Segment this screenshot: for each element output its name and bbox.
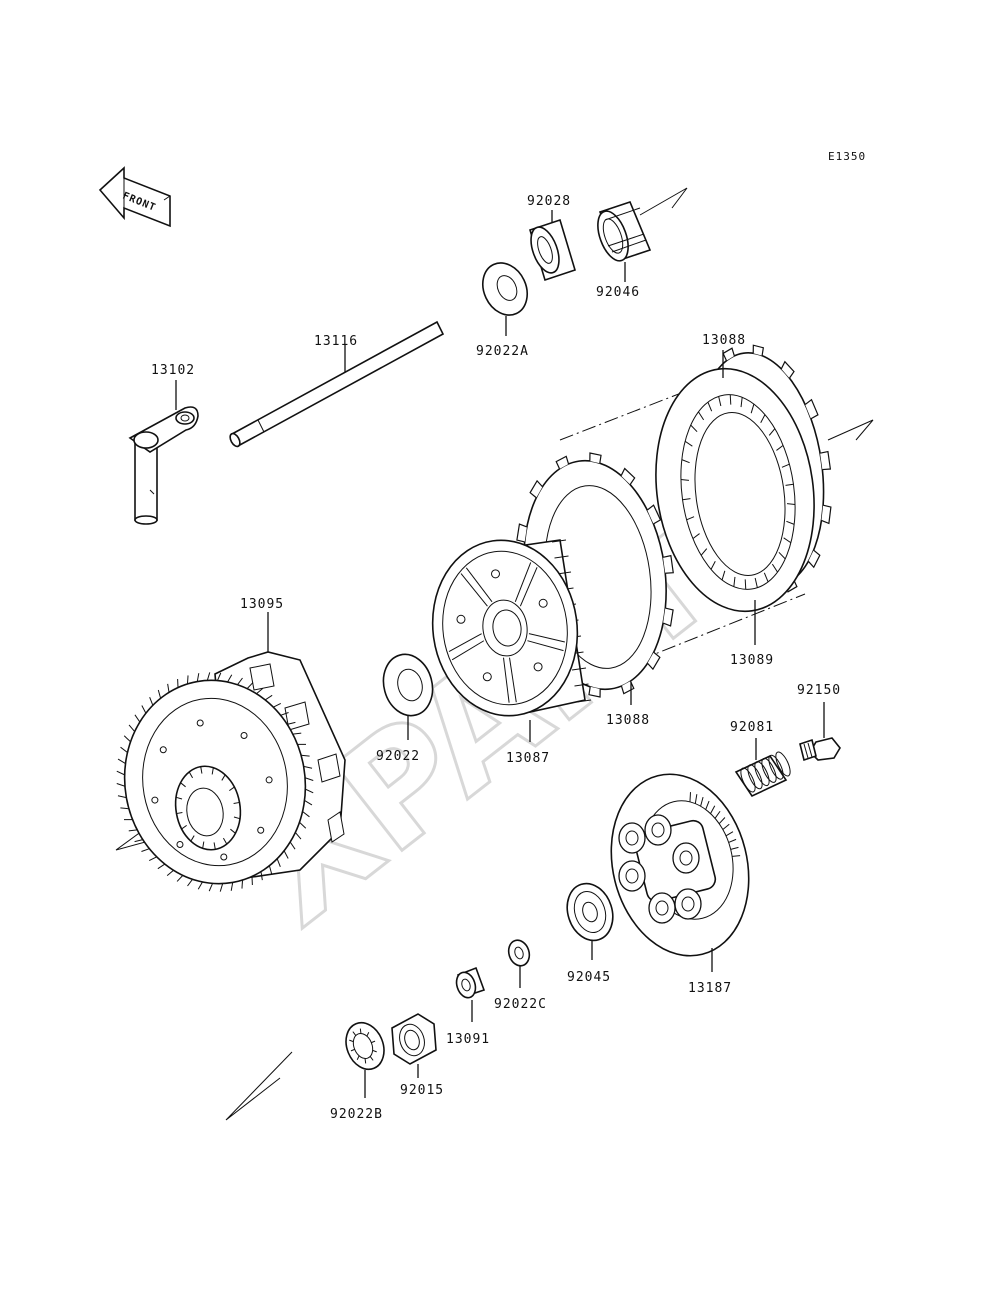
collar-13091[interactable] [453,966,486,1022]
label-13088-bottom: 13088 [606,713,650,728]
label-92015: 92015 [400,1083,444,1098]
label-92022a: 92022A [476,344,529,359]
label-13091: 13091 [446,1032,490,1047]
label-92028: 92028 [527,194,571,209]
spring-92081[interactable] [734,738,793,798]
washer-92022a[interactable] [475,256,536,336]
washer-92022c[interactable] [505,938,532,988]
label-13087: 13087 [506,751,550,766]
label-13088-top: 13088 [702,333,746,348]
nut-92015[interactable] [391,1013,437,1078]
label-92022b: 92022B [330,1107,383,1122]
label-13187: 13187 [688,981,732,996]
clutch-housing-13095[interactable] [109,612,346,898]
sleeve-92028[interactable] [526,210,576,282]
label-92022c: 92022C [494,997,547,1012]
label-13116: 13116 [314,334,358,349]
needle-bearing-92046[interactable] [592,201,652,282]
label-92045: 92045 [567,970,611,985]
label-92081: 92081 [730,720,774,735]
label-13089: 13089 [730,653,774,668]
diagram-code: E1350 [828,150,866,163]
washer-92022[interactable] [377,649,439,740]
ball-bearing-92045[interactable] [560,878,620,960]
lock-washer-92022b[interactable] [339,1017,390,1098]
label-13102: 13102 [151,363,195,378]
clutch-hub-13087[interactable] [421,531,592,742]
label-92022: 92022 [376,749,420,764]
label-92046: 92046 [596,285,640,300]
pressure-plate-13187[interactable] [593,760,768,972]
clutch-plate-stack[interactable] [559,344,838,661]
label-13095: 13095 [240,597,284,612]
bolt-92150[interactable] [799,702,841,762]
label-92150: 92150 [797,683,841,698]
push-rod-13116[interactable] [228,320,445,448]
release-lever-13102[interactable] [128,380,199,525]
front-arrow-icon: FRONT [98,166,171,228]
